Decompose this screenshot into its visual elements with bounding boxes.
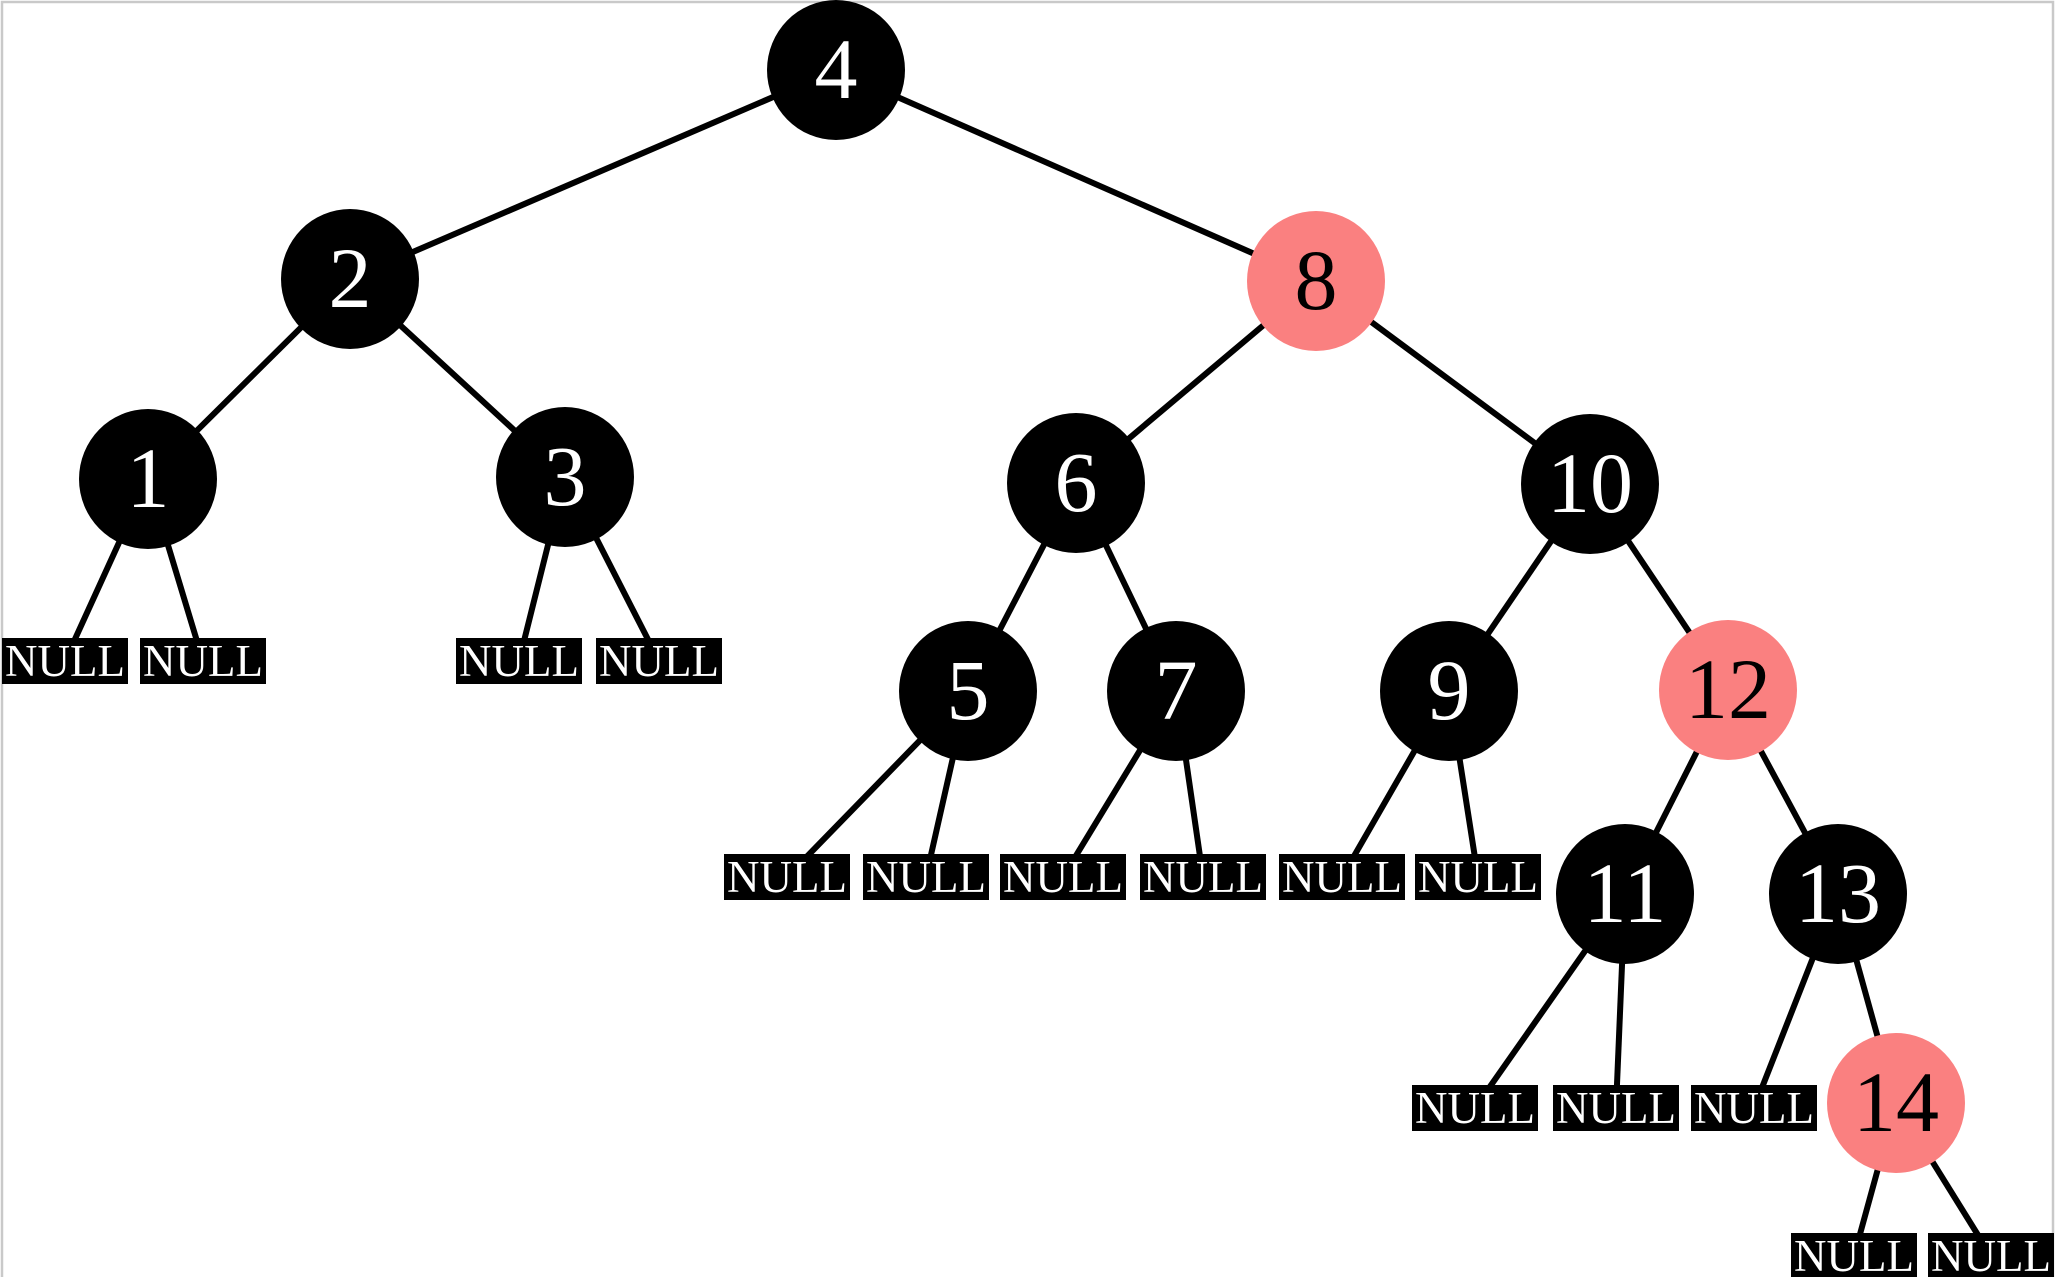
node-4-label: 4	[815, 21, 858, 117]
node-9-label: 9	[1428, 642, 1471, 738]
null-14-left-label: NULL	[1794, 1231, 1914, 1277]
node-1-shape	[79, 409, 217, 549]
node-11-label: 11	[1584, 845, 1667, 941]
node-4-shape	[767, 0, 905, 140]
node-5-shape	[899, 621, 1037, 761]
null-14-right-label: NULL	[1931, 1231, 2051, 1277]
node-10-shape	[1521, 414, 1659, 554]
node-11-shape	[1556, 824, 1694, 964]
null-14-left-box	[1791, 1233, 1917, 1277]
null-13-left-label: NULL	[1694, 1083, 1814, 1133]
null-9-left-label: NULL	[1282, 852, 1402, 902]
node-2-label: 2	[329, 230, 372, 326]
node-7-shape	[1107, 621, 1245, 761]
null-1-right-label: NULL	[143, 636, 263, 686]
null-3-right-label: NULL	[599, 636, 719, 686]
null-9-right-label: NULL	[1418, 852, 1538, 902]
node-10-label: 10	[1547, 435, 1633, 531]
null-9-left-box	[1279, 854, 1405, 900]
node-7-label: 7	[1155, 642, 1198, 738]
null-7-left-label: NULL	[1003, 852, 1123, 902]
node-5-label: 5	[947, 642, 990, 738]
null-3-right-box	[596, 638, 722, 684]
null-11-left-box	[1412, 1085, 1538, 1131]
null-11-right-box	[1553, 1085, 1679, 1131]
null-5-right-box	[863, 854, 989, 900]
node-13-label: 13	[1795, 845, 1881, 941]
null-7-right-box	[1140, 854, 1266, 900]
node-3-shape	[496, 407, 634, 547]
null-3-left-box	[456, 638, 582, 684]
null-5-right-label: NULL	[866, 852, 986, 902]
null-5-left-label: NULL	[727, 852, 847, 902]
node-2-shape	[281, 209, 419, 349]
null-14-right-box	[1928, 1233, 2054, 1277]
null-1-left-label: NULL	[5, 636, 125, 686]
node-1-label: 1	[127, 430, 170, 526]
node-9-shape	[1380, 621, 1518, 761]
node-6-label: 6	[1055, 434, 1098, 530]
null-5-left-box	[724, 854, 850, 900]
edge-4-2	[348, 67, 838, 282]
null-9-right-box	[1415, 854, 1541, 900]
null-3-left-label: NULL	[459, 636, 579, 686]
edge-4-8	[834, 67, 1318, 284]
node-13-shape	[1769, 824, 1907, 964]
node-12-shape	[1659, 620, 1797, 760]
null-7-left-box	[1000, 854, 1126, 900]
node-14-shape	[1827, 1033, 1965, 1173]
null-11-right-label: NULL	[1556, 1083, 1676, 1133]
node-8-label: 8	[1295, 232, 1338, 328]
null-leaves-layer: NULL NULL NULL NULL NULL NULL NULL NULL NULL NULL…	[2, 636, 2054, 1277]
node-8-shape	[1247, 211, 1385, 351]
null-11-left-label: NULL	[1415, 1083, 1535, 1133]
null-1-left-box	[2, 638, 128, 684]
null-13-left-box	[1691, 1085, 1817, 1131]
node-14-label: 14	[1853, 1054, 1939, 1150]
node-6-shape	[1007, 413, 1145, 553]
node-3-label: 3	[544, 428, 587, 524]
null-7-right-label: NULL	[1143, 852, 1263, 902]
null-1-right-box	[140, 638, 266, 684]
node-12-label: 12	[1685, 641, 1771, 737]
